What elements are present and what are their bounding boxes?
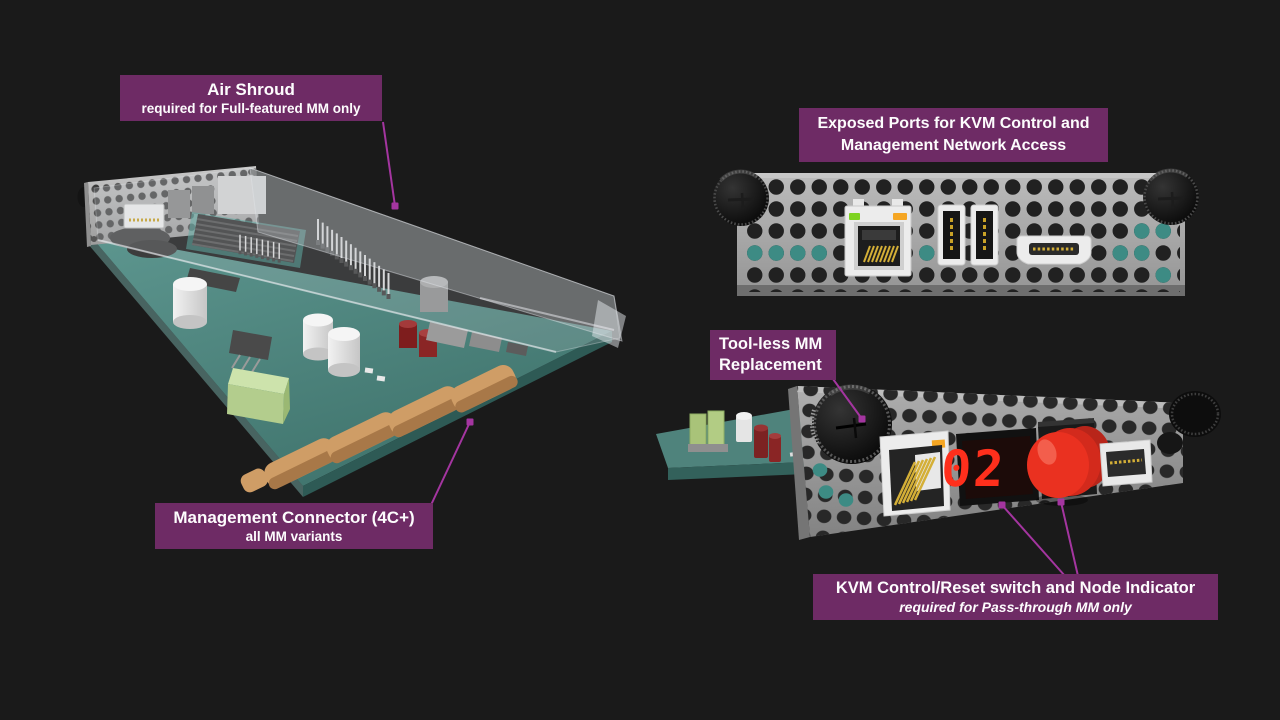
thumbscrew-left-icon [713, 169, 769, 226]
callout-display-dot [998, 501, 1006, 509]
front-panel-render [713, 168, 1199, 296]
thumbscrew-far-right-icon [1157, 391, 1221, 454]
callout-mgmt-connector-line [430, 421, 471, 506]
label-toolless-line2: Replacement [719, 356, 822, 374]
wedge-components [688, 410, 814, 462]
hdmi-port [1016, 235, 1092, 265]
label-kvm-title: KVM Control/Reset switch and Node Indica… [835, 579, 1196, 597]
capacitor-white-pair [303, 313, 360, 377]
pcb-board-left-edge [88, 233, 303, 497]
callout-button-line [1060, 501, 1079, 577]
transformer-green [227, 368, 290, 424]
thumbscrew-right-icon [1143, 168, 1199, 225]
usb-port-2 [970, 204, 999, 266]
label-exposed-ports-line1: Exposed Ports for KVM Control and [817, 115, 1090, 132]
callout-air-shroud-dot [391, 202, 399, 210]
label-air-shroud: Air Shroud required for Full-featured MM… [120, 75, 382, 121]
ethernet-led-green [849, 213, 860, 220]
label-management-connector-subtitle: all MM variants [245, 529, 343, 544]
ethernet-port-angled [879, 430, 951, 517]
pcb-wedge [656, 408, 814, 480]
label-air-shroud-subtitle: required for Full-featured MM only [141, 101, 361, 116]
air-shroud [93, 167, 626, 353]
ethernet-port [844, 199, 912, 277]
callout-button-dot [1057, 498, 1065, 506]
node-indicator-display-value: 02 [940, 440, 1007, 498]
capacitor-gray [420, 276, 448, 312]
callout-toolless-line [832, 378, 863, 420]
callout-toolless-dot [858, 415, 866, 423]
label-management-connector-title: Management Connector (4C+) [173, 508, 415, 527]
ethernet-led-orange [893, 213, 907, 220]
pcb-module-render [77, 166, 626, 497]
panel-holes-teal [747, 223, 1171, 283]
label-toolless-line1: Tool-less MM [719, 335, 823, 353]
callout-lines [382, 121, 1079, 577]
label-exposed-ports-line2: Management Network Access [840, 137, 1067, 154]
usb-port-1 [937, 204, 966, 266]
edge-connector-fingers [240, 365, 518, 493]
callout-air-shroud-line [382, 121, 396, 207]
label-kvm-node-indicator: KVM Control/Reset switch and Node Indica… [813, 574, 1218, 620]
node-indicator-display: 02 [940, 428, 1039, 506]
pcb-board-front-edge [303, 331, 612, 497]
perspective-panel-render: 02 [656, 384, 1221, 540]
label-management-connector: Management Connector (4C+) all MM varian… [155, 503, 433, 549]
kvm-reset-button [1027, 426, 1111, 506]
callout-mgmt-connector-dot [466, 418, 474, 426]
capacitor-white-large [173, 277, 207, 329]
label-kvm-subtitle: required for Pass-through MM only [899, 599, 1132, 615]
hdmi-port-angled [1099, 439, 1153, 487]
callout-display-line [1001, 504, 1066, 577]
label-toolless-replacement: Tool-less MM Replacement [710, 330, 836, 380]
toolless-thumbscrew-icon [809, 384, 892, 464]
label-air-shroud-title: Air Shroud [207, 80, 295, 99]
label-exposed-ports: Exposed Ports for KVM Control and Manage… [799, 108, 1108, 162]
perspective-holes-teal [812, 463, 854, 507]
